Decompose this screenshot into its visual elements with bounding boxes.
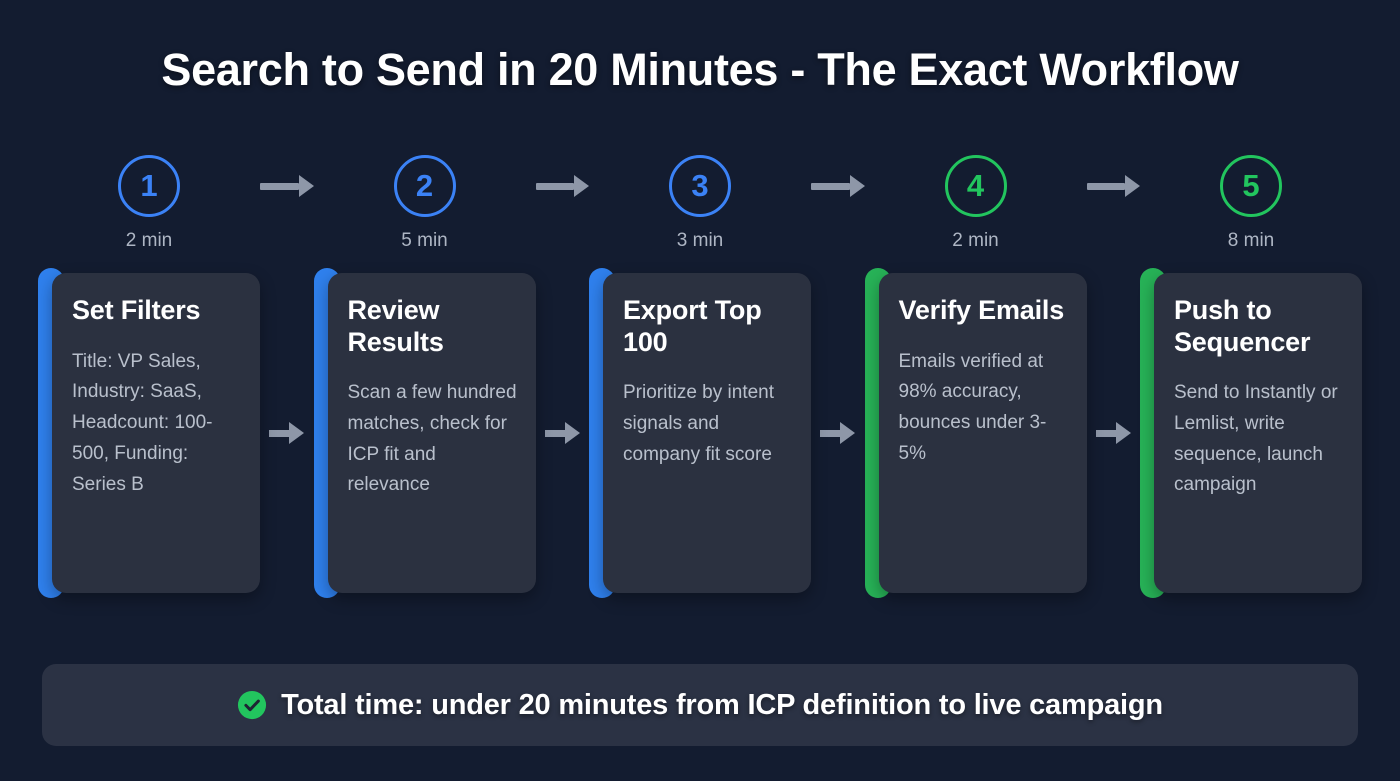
arrow-right-icon: [811, 268, 865, 598]
card-body: Verify Emails Emails verified at 98% acc…: [878, 273, 1087, 593]
step-duration-label: 2 min: [952, 230, 999, 251]
step-number-badge: 3: [669, 155, 731, 217]
step-duration-label: 8 min: [1227, 230, 1275, 251]
card-body: Review Results Scan a few hundred matche…: [327, 273, 536, 593]
total-time-text: Total time: under 20 minutes from ICP de…: [281, 688, 1163, 721]
arrow-right-icon: [536, 268, 590, 598]
step-number-badge: 4: [944, 155, 1007, 217]
arrow-right-icon: [1087, 268, 1141, 598]
card-title: Push to Sequencer: [1174, 295, 1311, 357]
check-circle-icon: [238, 690, 267, 720]
page-title: Search to Send in 20 Minutes - The Exact…: [161, 44, 1239, 95]
timeline-step-5: 5 8 min: [1140, 155, 1362, 252]
step-duration-label: 2 min: [125, 230, 173, 251]
card-title: Export Top 100: [623, 295, 762, 357]
card-description: Send to Instantly or Lemlist, write sequ…: [1174, 382, 1338, 496]
workflow-card-3: Export Top 100 Prioritize by intent sign…: [589, 268, 811, 598]
arrow-right-icon: [811, 155, 865, 217]
arrow-right-icon: [260, 268, 314, 598]
timeline: 1 2 min 2 5 min 3 3 min 4 2 min 5 8 min: [38, 155, 1362, 265]
workflow-card-4: Verify Emails Emails verified at 98% acc…: [864, 268, 1087, 598]
card-description: Scan a few hundred matches, check for IC…: [347, 382, 517, 496]
card-description: Title: VP Sales, Industry: SaaS, Headcou…: [72, 350, 213, 495]
card-body: Export Top 100 Prioritize by intent sign…: [603, 273, 811, 593]
step-duration-label: 5 min: [401, 230, 448, 251]
timeline-step-3: 3 3 min: [589, 155, 811, 252]
workflow-cards: Set Filters Title: VP Sales, Industry: S…: [38, 268, 1362, 598]
arrow-right-icon: [535, 155, 589, 217]
card-body: Push to Sequencer Send to Instantly or L…: [1154, 273, 1362, 593]
timeline-step-4: 4 2 min: [865, 155, 1087, 252]
timeline-step-1: 1 2 min: [38, 155, 260, 252]
step-number-badge: 5: [1220, 155, 1282, 217]
card-title: Review Results: [347, 295, 444, 357]
card-description: Emails verified at 98% accuracy, bounces…: [898, 350, 1047, 464]
step-number-badge: 1: [118, 155, 180, 217]
card-description: Prioritize by intent signals and company…: [623, 382, 775, 465]
workflow-card-5: Push to Sequencer Send to Instantly or L…: [1140, 268, 1362, 598]
step-number-badge: 2: [393, 155, 456, 217]
card-title: Set Filters: [72, 295, 201, 325]
workflow-card-1: Set Filters Title: VP Sales, Industry: S…: [38, 268, 260, 598]
card-body: Set Filters Title: VP Sales, Industry: S…: [52, 273, 260, 593]
card-title: Verify Emails: [898, 295, 1065, 325]
workflow-card-2: Review Results Scan a few hundred matche…: [313, 268, 536, 598]
arrow-right-icon: [260, 155, 314, 217]
total-time-banner: Total time: under 20 minutes from ICP de…: [42, 664, 1358, 746]
arrow-right-icon: [1086, 155, 1140, 217]
timeline-step-2: 2 5 min: [314, 155, 536, 252]
step-duration-label: 3 min: [676, 230, 724, 251]
